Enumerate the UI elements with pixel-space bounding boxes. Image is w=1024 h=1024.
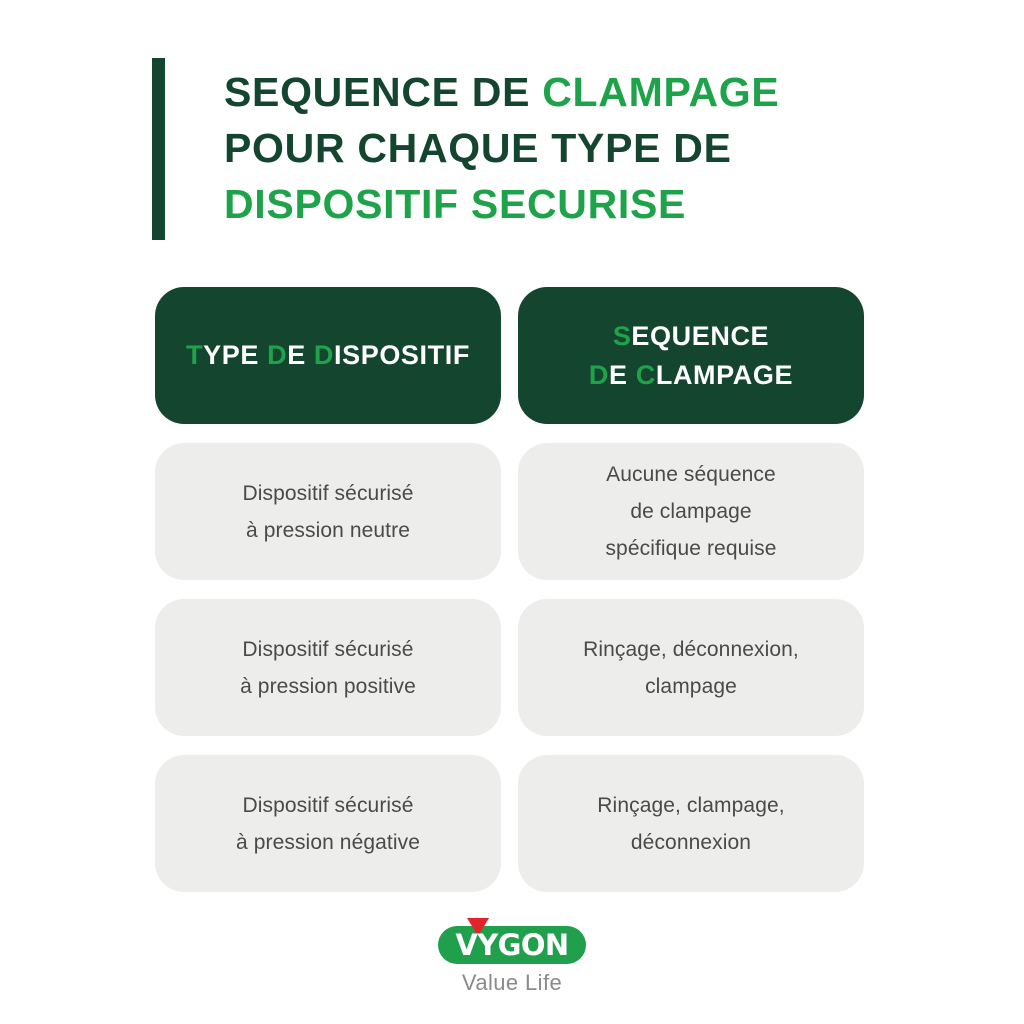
cell-device-type-2-line-1: Dispositif sécurisé bbox=[242, 637, 414, 661]
cell-sequence-2: Rinçage, déconnexion, clampage bbox=[518, 599, 864, 736]
cell-device-type-1-line-1: Dispositif sécurisé bbox=[242, 481, 414, 505]
vygon-logo-mark: VYGON bbox=[438, 918, 586, 964]
cell-device-type-1-line-2: à pression neutre bbox=[246, 518, 410, 542]
header-col1-initial-t: T bbox=[186, 340, 204, 370]
cell-sequence-1-line-1: Aucune séquence bbox=[606, 463, 776, 486]
logo-pill-shape bbox=[438, 926, 586, 964]
cell-device-type-1: Dispositif sécurisé à pression neutre bbox=[155, 443, 501, 580]
cell-sequence-1-line-2: de clampage bbox=[630, 500, 752, 523]
header-col2-initial-d: D bbox=[588, 359, 610, 390]
title-line-3: DISPOSITIF SECURISE bbox=[224, 181, 687, 227]
table-header-row: TYPE DE DISPOSITIF SEQUENCE DE CLAMPAGE bbox=[155, 287, 869, 424]
cell-sequence-2-inner: Rinçage, déconnexion, clampage bbox=[565, 631, 817, 705]
title-line-1-plain: SEQUENCE DE bbox=[224, 69, 543, 115]
header-col1-part-d: E bbox=[287, 340, 314, 370]
logo-tagline: Value Life bbox=[461, 970, 563, 995]
header-col2-initial-s: S bbox=[612, 320, 632, 351]
table-row: Dispositif sécurisé à pression neutre Au… bbox=[155, 443, 869, 580]
cell-sequence-1-line-3: spécifique requise bbox=[605, 537, 777, 560]
cell-sequence-2-line-1: Rinçage, déconnexion, bbox=[583, 637, 799, 661]
header-col1-initial-d1: D bbox=[267, 340, 288, 370]
column-header-clamping-sequence: SEQUENCE DE CLAMPAGE bbox=[518, 287, 864, 424]
column-header-device-type-inner: TYPE DE DISPOSITIF bbox=[172, 336, 484, 375]
header-col2-line-1: SEQUENCE bbox=[589, 317, 793, 356]
header-col2-initial-c: C bbox=[635, 359, 656, 390]
header-col1-part-f: ISPOSITIF bbox=[334, 340, 470, 370]
cell-sequence-1: Aucune séquence de clampage spécifique r… bbox=[518, 443, 864, 580]
comparison-table: TYPE DE DISPOSITIF SEQUENCE DE CLAMPAGE … bbox=[155, 287, 869, 892]
header-col1-part-b: YPE bbox=[203, 340, 268, 370]
page-title: SEQUENCE DE CLAMPAGE POUR CHAQUE TYPE DE… bbox=[152, 58, 952, 240]
header-col2-part-d2: LAMPAGE bbox=[655, 359, 794, 390]
vygon-logo: VYGON Value Life bbox=[0, 918, 1024, 996]
header-col2-line-2: DE CLAMPAGE bbox=[589, 356, 793, 395]
logo-wordmark: VYGON bbox=[455, 928, 569, 962]
cell-device-type-3-line-2: à pression négative bbox=[235, 830, 421, 854]
title-line-1: SEQUENCE DE CLAMPAGE bbox=[224, 64, 779, 120]
table-row: Dispositif sécurisé à pression négative … bbox=[155, 755, 869, 892]
cell-sequence-2-line-2: clampage bbox=[645, 674, 737, 698]
header-col2-part-b2: E bbox=[609, 359, 636, 390]
title-line-2: POUR CHAQUE TYPE DE bbox=[224, 125, 732, 171]
title-line-1-accent: CLAMPAGE bbox=[542, 69, 780, 115]
column-header-clamping-sequence-inner: SEQUENCE DE CLAMPAGE bbox=[575, 317, 807, 395]
title-text-group: SEQUENCE DE CLAMPAGE POUR CHAQUE TYPE DE… bbox=[165, 58, 779, 240]
table-row: Dispositif sécurisé à pression positive … bbox=[155, 599, 869, 736]
title-accent-bar bbox=[152, 58, 165, 240]
cell-sequence-3: Rinçage, clampage, déconnexion bbox=[518, 755, 864, 892]
cell-device-type-2: Dispositif sécurisé à pression positive bbox=[155, 599, 501, 736]
cell-device-type-2-inner: Dispositif sécurisé à pression positive bbox=[222, 631, 434, 705]
header-col2-part-b: EQUENCE bbox=[631, 320, 770, 351]
cell-device-type-1-inner: Dispositif sécurisé à pression neutre bbox=[224, 475, 431, 549]
cell-sequence-3-line-1: Rinçage, clampage, bbox=[597, 793, 785, 817]
cell-device-type-3-line-1: Dispositif sécurisé bbox=[242, 793, 414, 817]
cell-sequence-3-inner: Rinçage, clampage, déconnexion bbox=[579, 787, 802, 861]
cell-sequence-3-line-2: déconnexion bbox=[630, 830, 752, 854]
red-triangle-icon bbox=[467, 918, 489, 936]
cell-device-type-3: Dispositif sécurisé à pression négative bbox=[155, 755, 501, 892]
cell-sequence-1-inner: Aucune séquence de clampage spécifique r… bbox=[587, 456, 794, 567]
header-col1-initial-d2: D bbox=[313, 340, 335, 370]
cell-device-type-2-line-2: à pression positive bbox=[240, 674, 416, 698]
column-header-device-type: TYPE DE DISPOSITIF bbox=[155, 287, 501, 424]
cell-device-type-3-inner: Dispositif sécurisé à pression négative bbox=[218, 787, 438, 861]
